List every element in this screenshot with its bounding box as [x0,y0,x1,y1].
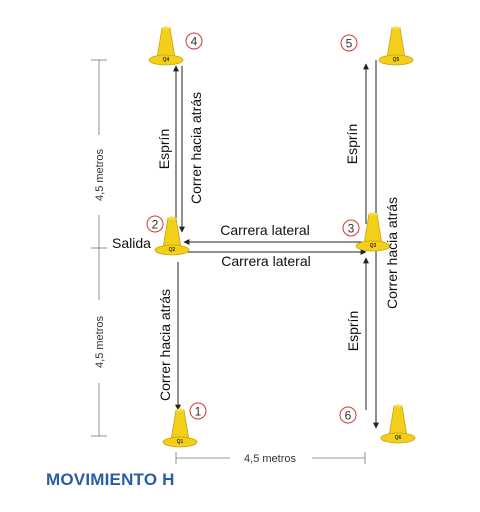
svg-text:6: 6 [345,409,352,423]
esprin-left-label: Esprín [156,129,172,169]
svg-text:4: 4 [191,35,198,49]
back-left-top-label: Correr hacia atrás [188,92,204,204]
svg-text:Q1: Q1 [177,439,184,445]
dimension-vertical-top: 4,5 metros [91,59,107,248]
svg-text:Q5: Q5 [393,57,400,63]
dimension-vertical-bottom: 4,5 metros [91,247,107,437]
position-marker-6: 6 [339,406,357,424]
svg-text:3: 3 [348,222,355,236]
esprin-right-bottom-label: Esprín [345,311,361,351]
position-marker-1: 1 [189,402,207,420]
dimension-label-horizontal: 4,5 metros [244,453,296,465]
position-marker-3: 3 [342,219,360,237]
cone-1: Q1 [162,408,198,448]
esprin-right-top-label: Esprín [344,124,360,164]
back-left-bottom-label: Correr hacia atrás [157,289,173,401]
svg-text:Q4: Q4 [163,57,170,63]
position-marker-2: 2 [146,215,164,233]
position-marker-4: 4 [185,32,203,50]
svg-text:Q3: Q3 [370,243,377,249]
dimension-label-top: 4,5 metros [94,149,106,201]
salida-label: Salida [112,235,151,251]
lateral-bottom-label: Carrera lateral [221,253,310,269]
svg-text:5: 5 [346,37,353,51]
svg-text:1: 1 [195,405,202,419]
svg-text:2: 2 [152,218,159,232]
dimension-horizontal: 4,5 metros [175,452,366,465]
movement-arrows [173,60,379,429]
svg-text:Q6: Q6 [395,435,402,441]
diagram-title: MOVIMIENTO H [46,470,175,489]
position-marker-5: 5 [340,34,358,52]
cone-2: Q2 [154,216,190,256]
dimension-label-bottom: 4,5 metros [94,316,106,368]
cone-6: Q6 [380,404,416,444]
cone-5: Q5 [378,26,414,66]
lateral-top-label: Carrera lateral [220,222,309,238]
cone-4: Q4 [148,26,184,66]
back-right-label: Correr hacia atrás [384,197,400,309]
svg-text:Q2: Q2 [169,247,176,253]
cone-3: Q3 [355,212,391,252]
